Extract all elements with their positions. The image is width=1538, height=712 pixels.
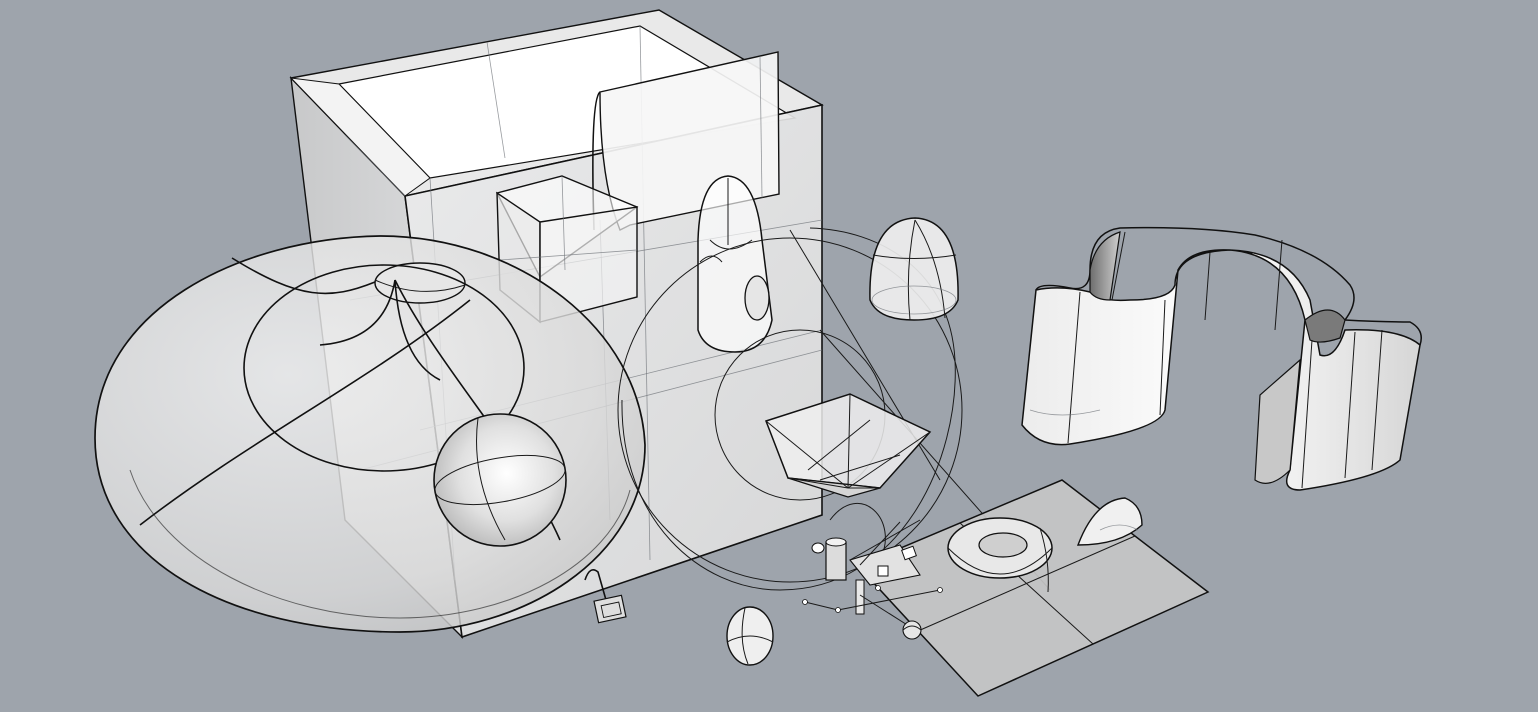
pentagon-pyramid[interactable] [765, 393, 932, 498]
bullet-capsule[interactable] [697, 175, 773, 353]
wavy-wall[interactable] [1021, 226, 1422, 491]
half-ellipsoid[interactable] [1076, 497, 1143, 546]
sphere-inside-saucer[interactable] [431, 413, 569, 547]
small-egg[interactable] [726, 606, 774, 666]
control-cluster[interactable] [802, 519, 943, 640]
torus[interactable] [947, 517, 1053, 593]
plane-surface[interactable] [856, 479, 1210, 697]
lock-widget[interactable] [584, 569, 627, 624]
small-cube[interactable] [495, 175, 639, 324]
dome[interactable] [869, 217, 959, 321]
